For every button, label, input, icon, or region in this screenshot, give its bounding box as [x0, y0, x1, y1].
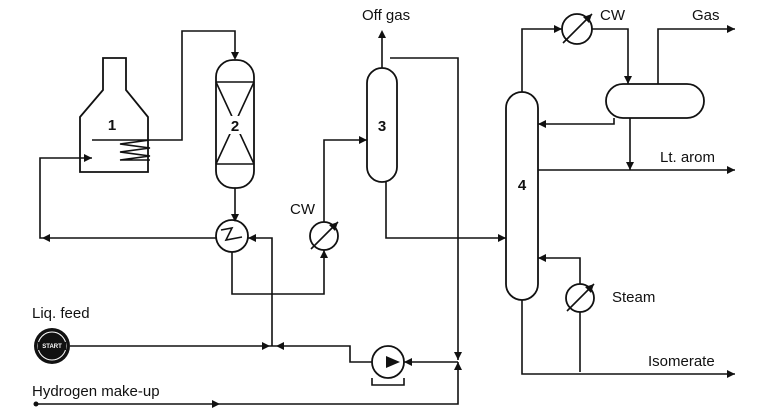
hydrogen-start-dot [33, 401, 39, 407]
start-badge: START [34, 328, 70, 364]
line-reboiler-return [538, 257, 581, 284]
arrow-exchanger-inlet [231, 214, 239, 222]
line-condenser-to-drum [592, 28, 629, 84]
arrow-exchanger-cold-in [248, 234, 256, 242]
arrow-lt-arom [727, 166, 735, 174]
cw-cooler-mid-arrow [329, 222, 338, 231]
cw-mid-label: CW [290, 201, 316, 218]
column-number: 4 [518, 177, 527, 194]
cw-condenser-arrow [583, 14, 592, 23]
reactor-number: 2 [231, 118, 239, 135]
feed-effluent-exchanger [215, 219, 249, 253]
reactor-label-bg [226, 116, 244, 134]
line-recycle-gas [390, 57, 459, 360]
line-pump-recycle [272, 345, 372, 363]
arrow-separator-inlet [359, 136, 367, 144]
arrow-isomerate [727, 370, 735, 378]
hydrogen-makeup-label: Hydrogen make-up [32, 383, 160, 400]
line-cooler-to-separator [323, 139, 367, 222]
arrow-pump-suction [404, 358, 412, 366]
isomerate-label: Isomerate [648, 353, 715, 370]
line-separator-to-column [385, 182, 506, 239]
separator-number: 3 [378, 118, 386, 135]
arrow-column-feed [498, 234, 506, 242]
line-reflux [538, 118, 615, 125]
line-gas [657, 28, 735, 84]
furnace-number: 1 [108, 117, 116, 134]
exchanger-coil [220, 226, 243, 242]
arrow-condenser-inlet [554, 25, 562, 33]
arrow-drum-inlet [624, 76, 632, 84]
reflux-drum [605, 83, 705, 119]
arrow-furnace-return [42, 234, 50, 242]
line-exchanger-to-cooler [231, 250, 325, 295]
svg-text:START: START [42, 344, 62, 350]
steam-reboiler-arrow [585, 284, 594, 293]
line-column-overhead [521, 28, 562, 92]
pump-impeller-arrow [386, 356, 400, 368]
arrow-reflux [538, 120, 546, 128]
arrow-hydrogen [454, 362, 462, 370]
furnace-coil [92, 139, 151, 161]
arrow-gas [727, 25, 735, 33]
line-hydrogen-makeup [36, 362, 459, 405]
arrow-hydrogen-flow [212, 400, 220, 408]
line-exchanger-to-furnace [39, 157, 216, 239]
arrow-reactor-inlet [231, 52, 239, 60]
arrow-recycle-gas [454, 352, 462, 360]
arrow-cooler-inlet [320, 250, 328, 258]
liquid-feed-label: Liq. feed [32, 305, 90, 322]
arrow-recycle-feed [276, 342, 284, 350]
arrow-drum-liquid [626, 162, 634, 170]
line-feed-to-exchanger [248, 237, 273, 346]
furnace [79, 57, 149, 173]
lt-arom-label: Lt. arom [660, 149, 715, 166]
pump-base [371, 378, 405, 386]
off-gas-label: Off gas [362, 7, 410, 24]
arrow-liquid-feed [262, 342, 270, 350]
distillation-column [505, 91, 539, 301]
arrow-furnace-coil-in [84, 154, 92, 162]
cw-top-label: CW [600, 7, 626, 24]
line-isomerate [521, 300, 735, 375]
steam-label: Steam [612, 289, 655, 306]
arrow-off-gas [378, 30, 386, 38]
gas-label: Gas [692, 7, 720, 24]
line-furnace-to-reactor [150, 30, 236, 141]
arrow-reboiler-return [538, 254, 546, 262]
